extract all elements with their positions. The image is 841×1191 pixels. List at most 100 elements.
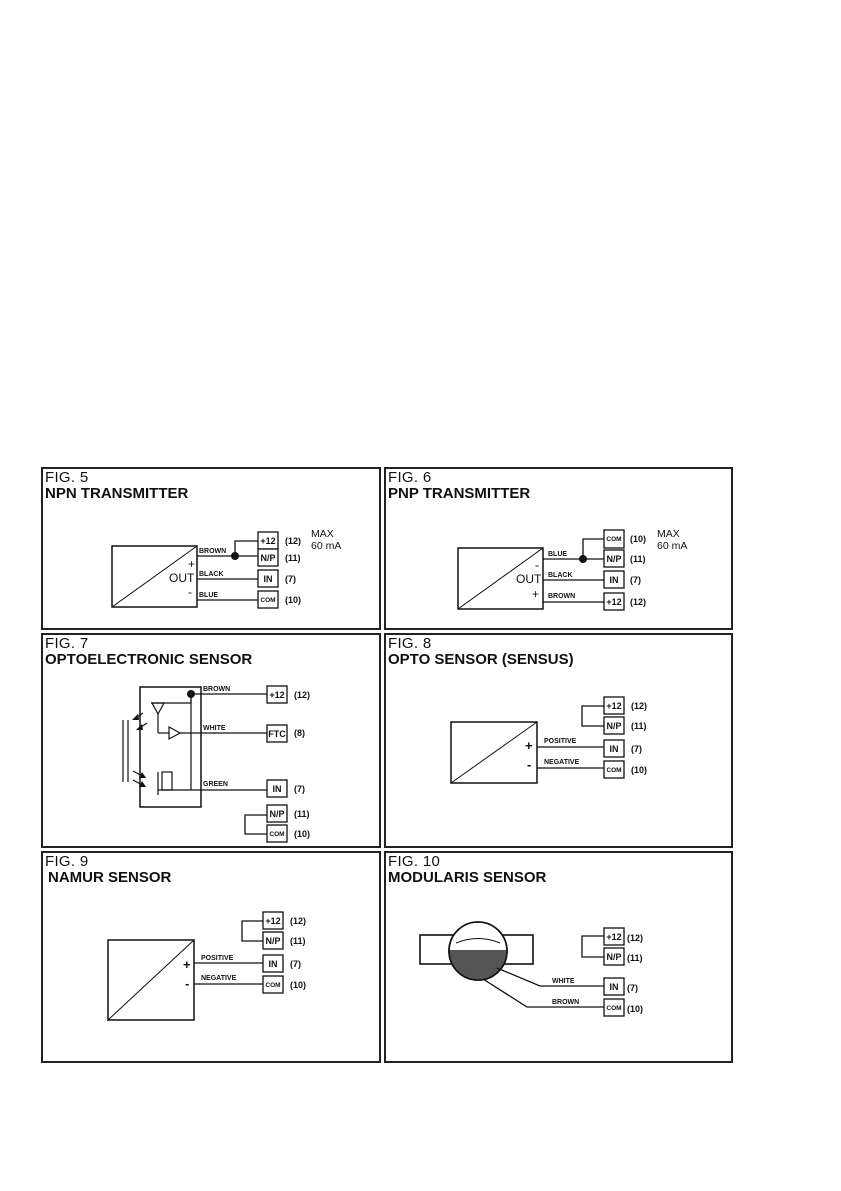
terminal-number: (10) (630, 534, 646, 544)
fig6-number: FIG. 6 (388, 469, 432, 486)
fig7-number: FIG. 7 (45, 635, 89, 652)
wire-positive: POSITIVE (201, 955, 234, 962)
wire-positive: POSITIVE (544, 738, 577, 745)
transmitter-diagonal (457, 547, 544, 610)
terminal-number: (7) (627, 983, 638, 993)
terminal-box (603, 977, 625, 996)
fig10-number: FIG. 10 (388, 853, 441, 870)
led-triangle (150, 702, 166, 716)
terminal-number: (7) (294, 784, 305, 794)
max-current: 60 mA (657, 540, 687, 552)
terminal-number: (11) (290, 936, 306, 946)
fig10-panel: FIG. 10 MODULARIS SENSOR WHITE BROWN +12… (384, 851, 733, 1063)
fig5-diagram: + OUT - BROWN BLACK BLUE +12 N/P IN COM … (111, 528, 341, 609)
wire-brown: BROWN (552, 999, 579, 1006)
terminal-number: (12) (285, 536, 301, 546)
terminal-box (603, 696, 625, 715)
terminal-box (603, 760, 625, 779)
terminal-box (603, 570, 625, 589)
terminal-box (257, 548, 279, 567)
minus-sign: - (185, 976, 189, 991)
wire-blue: BLUE (548, 551, 567, 558)
terminal-number: (10) (631, 765, 647, 775)
fig9-number: FIG. 9 (45, 853, 89, 870)
terminal-number: (12) (631, 701, 647, 711)
fig8-number: FIG. 8 (388, 635, 432, 652)
terminal-label: COM (269, 831, 284, 838)
terminal-label: IN (610, 982, 619, 992)
fig6-panel: FIG. 6 PNP TRANSMITTER - OUT + BLUE BLAC… (384, 467, 733, 630)
terminal-box (603, 716, 625, 735)
fig10-diagram: WHITE BROWN +12 N/P IN COM (12) (11) (7)… (419, 921, 643, 1017)
fig6-title: PNP TRANSMITTER (388, 485, 531, 502)
plus-sign: + (183, 957, 191, 972)
terminal-box (262, 931, 284, 950)
terminal-number: (10) (294, 829, 310, 839)
terminal-number: (7) (290, 959, 301, 969)
wire-negative: NEGATIVE (201, 975, 237, 982)
wire-black: BLACK (199, 571, 224, 578)
sensor-diagonal (450, 721, 538, 784)
terminal-label: N/P (606, 952, 621, 962)
terminal-number: (12) (630, 597, 646, 607)
terminal-number: (11) (294, 809, 310, 819)
terminal-label: +12 (606, 701, 621, 711)
terminal-label: +12 (260, 536, 275, 546)
wire-white: WHITE (203, 725, 226, 732)
terminal-label: N/P (269, 809, 284, 819)
terminal-box (262, 975, 284, 994)
terminal-label: IN (610, 744, 619, 754)
minus-sign: - (188, 585, 192, 599)
terminal-number: (10) (627, 1004, 643, 1014)
terminal-box (603, 947, 625, 966)
sensor-diagonal (107, 939, 195, 1021)
fig9-diagram: + - POSITIVE NEGATIVE +12 N/P IN COM (12… (107, 911, 306, 1021)
sensor-housing (139, 686, 202, 808)
fig7-diagram: BROWN WHITE GREEN +12 FTC IN N/P COM (12… (122, 685, 310, 843)
fig5-panel: FIG. 5 NPN TRANSMITTER + OUT - BROWN BLA… (41, 467, 381, 630)
terminal-label: COM (265, 982, 280, 989)
meter-lower-half (449, 950, 507, 980)
amplifier-icon (168, 725, 182, 741)
terminal-label: IN (273, 784, 282, 794)
out-label: OUT (169, 571, 195, 585)
fig8-panel: FIG. 8 OPTO SENSOR (SENSUS) + - POSITIVE… (384, 633, 733, 848)
terminal-number: (10) (290, 980, 306, 990)
max-current: 60 mA (311, 540, 341, 552)
fig5-title: NPN TRANSMITTER (45, 485, 189, 502)
terminal-box (266, 804, 288, 823)
terminal-box (603, 998, 625, 1017)
wire-black: BLACK (548, 572, 573, 579)
terminal-label: COM (606, 767, 621, 774)
minus-sign: - (527, 757, 531, 772)
wire-blue: BLUE (199, 592, 218, 599)
transmitter-box (457, 547, 544, 610)
out-label: OUT (516, 572, 542, 586)
transmitter-box (111, 545, 198, 608)
terminal-number: (7) (630, 575, 641, 585)
terminal-label: +12 (606, 597, 621, 607)
terminal-label: COM (606, 1005, 621, 1012)
terminal-number: (10) (285, 595, 301, 605)
transmitter-diagonal (111, 545, 198, 608)
terminal-box (262, 954, 284, 973)
junction-dot (231, 552, 239, 560)
sensor-box (450, 721, 538, 784)
terminal-number: (11) (631, 721, 647, 731)
terminal-label: COM (260, 597, 275, 604)
terminal-label: N/P (606, 554, 621, 564)
terminal-label: N/P (265, 936, 280, 946)
max-label: MAX (311, 528, 334, 540)
plus-sign: + (525, 738, 533, 753)
plus-sign: + (532, 587, 539, 601)
fig7-panel: FIG. 7 OPTOELECTRONIC SENSOR BROWN WHITE… (41, 633, 381, 848)
fig8-diagram: + - POSITIVE NEGATIVE +12 N/P IN COM (12… (450, 696, 647, 784)
wire-brown: BROWN (548, 593, 575, 600)
wire-brown: BROWN (199, 548, 226, 555)
fig8-title: OPTO SENSOR (SENSUS) (388, 651, 574, 668)
sensor-box (107, 939, 195, 1021)
terminal-label: +12 (269, 690, 284, 700)
terminal-number: (11) (285, 553, 301, 563)
terminal-box (603, 549, 625, 568)
phototransistor-icon (161, 771, 173, 791)
